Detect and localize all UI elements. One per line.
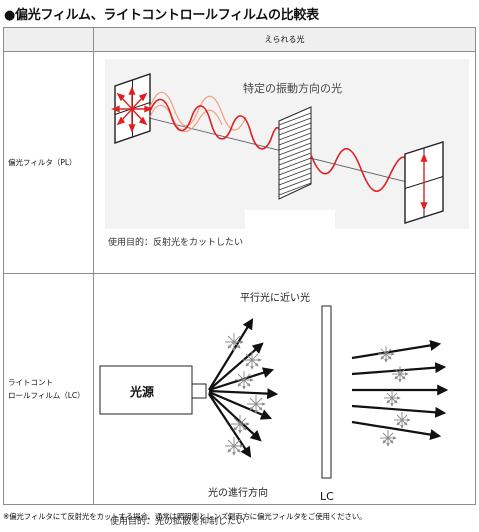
row-label-lc-line1: ライトコント xyxy=(8,378,53,387)
light-source-box xyxy=(99,365,207,415)
purpose-lc: 使用目的：光の拡散を抑制したい xyxy=(110,517,246,527)
polarized-light-caption: 特定の振動方向の光 xyxy=(243,81,342,95)
row-label-pl: 偏光フィルタ（PL） xyxy=(4,52,94,273)
comparison-table: えられる光 偏光フィルタ（PL） xyxy=(3,27,476,527)
table-row-pl: 偏光フィルタ（PL） xyxy=(4,52,475,274)
parallel-light-caption: 平行光に近い光 xyxy=(240,291,310,304)
polarizer-filter xyxy=(278,106,312,200)
polarizer-diagram: 特定の振動方向の光 xyxy=(111,73,444,224)
unpolarized-arrows-icon xyxy=(111,86,153,133)
lc-film-panel xyxy=(321,305,332,479)
table-row-lc: ライトコント ロールフィルム（LC） 光源 xyxy=(4,274,475,527)
row-label-lc-line2: ロールフィルム（LC） xyxy=(8,391,85,400)
light-source-label: 光源 xyxy=(129,384,154,399)
unpolarized-waves xyxy=(149,91,247,133)
light-control-diagram: 光源 xyxy=(99,291,449,503)
lc-film-label: LC xyxy=(320,490,334,503)
footnote: ※偏光フィルタにて反射光をカットする場合、通常は照明側とレンズ側両方に偏光フィル… xyxy=(3,512,367,521)
row-label-lc-stack: ライトコント ロールフィルム（LC） xyxy=(8,376,85,402)
light-wave-before xyxy=(149,98,282,150)
row-label-lc: ライトコント ロールフィルム（LC） xyxy=(4,274,94,504)
scatter-markers-right xyxy=(378,346,411,447)
page-title: ●偏光フィルム、ライトコントロールフィルムの比較表 xyxy=(4,8,319,23)
row-content-pl: 特定の振動方向の光 使用目的：反射光をカットしたい xyxy=(94,52,475,273)
polarizer-illustration: 特定の振動方向の光 xyxy=(105,59,469,235)
header-cell-empty xyxy=(4,28,94,51)
purpose-pl: 使用目的：反射光をカットしたい xyxy=(108,238,244,248)
row-content-lc: 光源 xyxy=(94,274,475,527)
parallel-light-arrows xyxy=(351,339,449,441)
light-wave-after xyxy=(310,147,414,192)
blank-box xyxy=(245,210,335,235)
scatter-markers-left xyxy=(225,333,266,456)
polarized-arrow-icon xyxy=(420,153,428,211)
table-header-row: えられる光 xyxy=(4,28,475,52)
travel-direction-label: 光の進行方向 xyxy=(208,486,268,499)
row-label-pl-text: 偏光フィルタ（PL） xyxy=(8,158,77,167)
header-cell-light: えられる光 xyxy=(264,35,305,44)
diverging-light-arrows xyxy=(208,318,279,458)
